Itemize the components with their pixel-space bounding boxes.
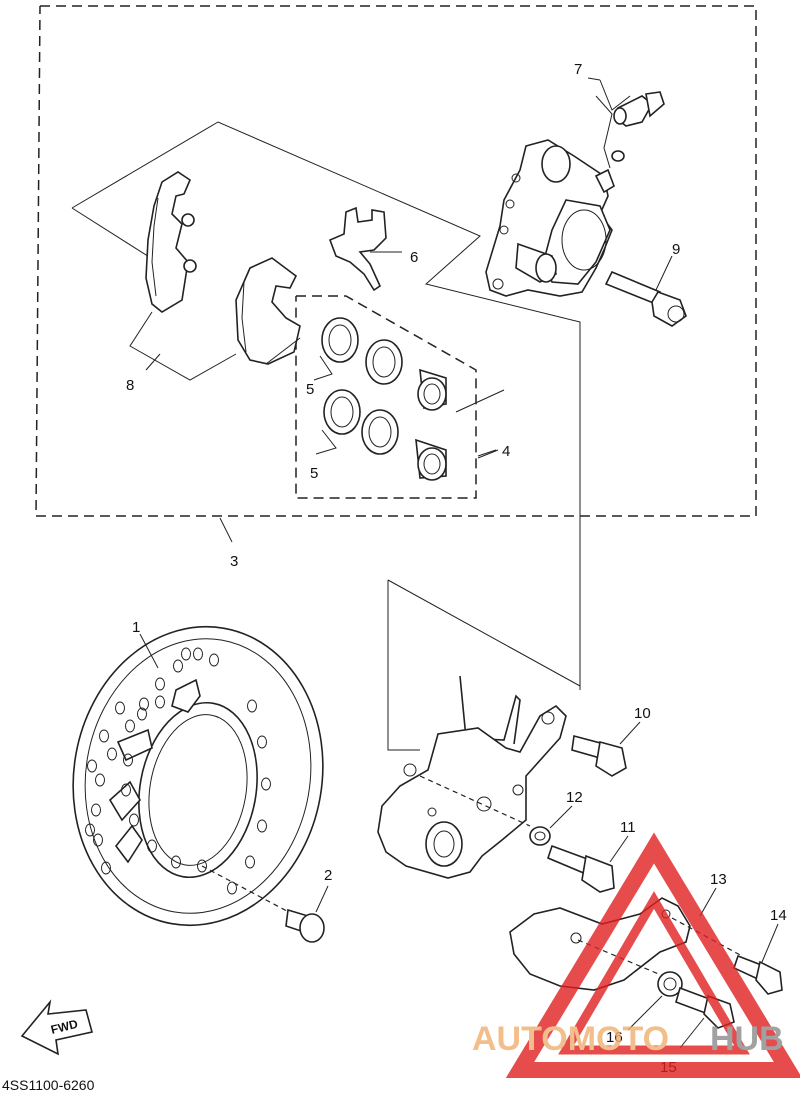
callout-16: 16 <box>606 1029 623 1046</box>
callout-9: 9 <box>672 241 680 258</box>
disc-hole <box>193 647 203 661</box>
disc-hole <box>261 777 271 791</box>
pistons <box>415 368 505 481</box>
callout-4: 4 <box>502 443 510 460</box>
disc-hole <box>107 747 117 761</box>
disc-hole <box>115 701 125 715</box>
disc-hole <box>121 783 131 797</box>
disc-hole <box>123 753 133 767</box>
disc-hole <box>95 773 105 787</box>
pad-spring <box>328 206 402 292</box>
disc-hole <box>137 707 147 721</box>
disc-screw <box>201 865 329 943</box>
callout-5a: 5 <box>306 381 314 398</box>
disc-hole <box>247 699 257 713</box>
disc-hole <box>87 759 97 773</box>
callout-7: 7 <box>574 61 582 78</box>
automotohub-watermark: AUTOMOTO HUB <box>472 832 800 1078</box>
brake-pads <box>71 121 581 690</box>
disc-hole <box>147 839 157 853</box>
fwd-arrow: FWD <box>20 999 93 1056</box>
piston-seals <box>313 317 403 455</box>
callout-1: 1 <box>132 619 140 636</box>
disc-hole <box>209 653 219 667</box>
disc-holes <box>85 647 271 895</box>
disc-hole <box>85 823 95 837</box>
disc-hole <box>155 677 165 691</box>
disc-hole <box>91 803 101 817</box>
disc-hole <box>181 647 191 661</box>
front-fork-leg <box>377 520 581 879</box>
disc-hole <box>139 697 149 711</box>
watermark-brand-part1: AUTOMOTO <box>472 1020 669 1058</box>
callout-12: 12 <box>566 789 583 806</box>
callout-11: 11 <box>620 819 636 836</box>
disc-hole <box>257 819 267 833</box>
disc-hole <box>173 659 183 673</box>
disc-hole <box>101 861 111 875</box>
diagram-code: 4SS1100-6260 <box>2 1077 95 1093</box>
disc-hole <box>93 833 103 847</box>
brake-caliper <box>485 139 615 297</box>
watermark-brand-part2: HUB <box>710 1020 784 1058</box>
watermark-triangle-icon <box>505 832 800 1078</box>
disc-hole <box>155 695 165 709</box>
callout-2: 2 <box>324 867 332 884</box>
washer-12 <box>529 805 573 846</box>
disc-hole <box>245 855 255 869</box>
disc-hole <box>227 881 237 895</box>
fwd-label: FWD <box>49 1017 79 1037</box>
bolt-10 <box>571 721 641 777</box>
seal-kit-box <box>295 295 477 499</box>
callout-8: 8 <box>126 377 134 394</box>
callout-3: 3 <box>230 553 238 570</box>
bolt-11 <box>547 835 629 893</box>
disc-hole <box>125 719 135 733</box>
bleed-screw <box>587 77 665 169</box>
callout-13: 13 <box>710 871 727 888</box>
caliper-assembly-box <box>35 5 757 517</box>
disc-hole <box>197 859 207 873</box>
washer-16 <box>627 971 683 1031</box>
disc-hole <box>99 729 109 743</box>
bolt-14 <box>733 923 783 995</box>
pin-bolt <box>604 255 687 327</box>
disc-hole <box>129 813 139 827</box>
disc-hole <box>171 855 181 869</box>
disc-hole <box>257 735 267 749</box>
callout-5b: 5 <box>310 465 318 482</box>
callout-14: 14 <box>770 907 787 924</box>
callout-10: 10 <box>634 705 651 722</box>
callout-6: 6 <box>410 249 418 266</box>
brake-disc <box>72 625 324 927</box>
